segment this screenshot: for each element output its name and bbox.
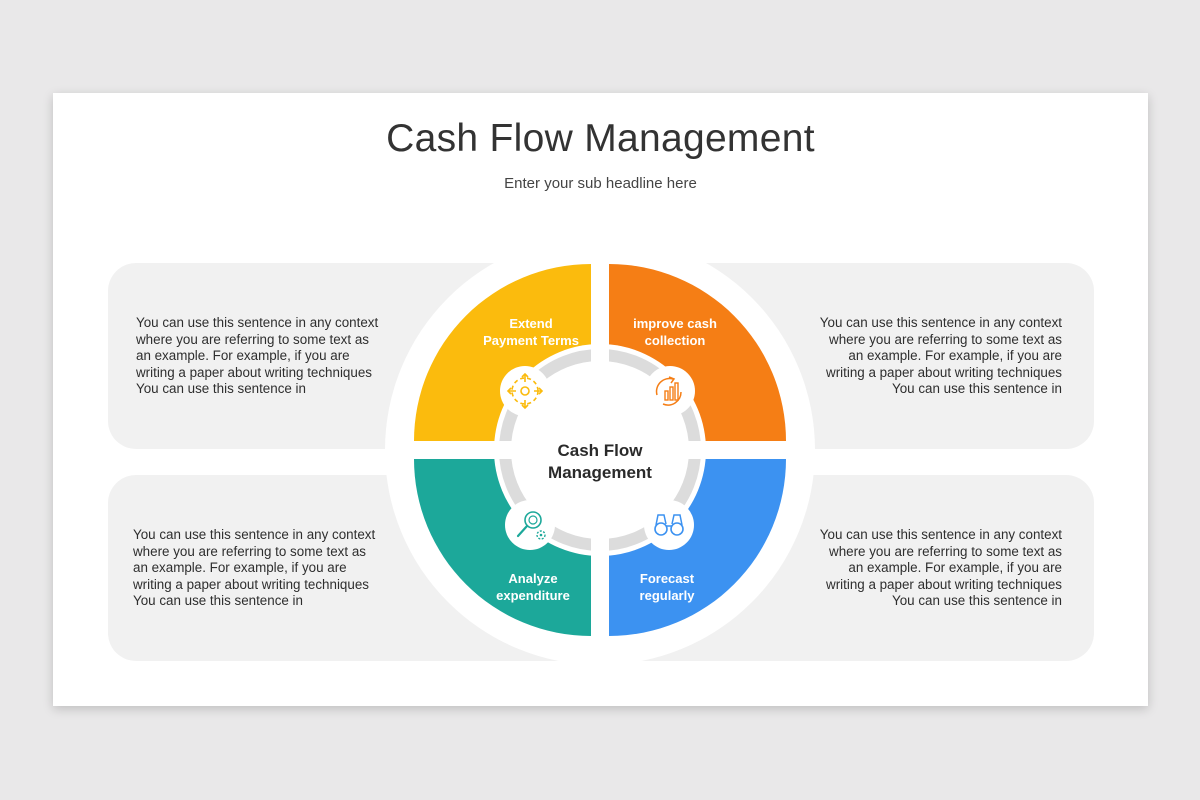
text-line: where you are referring to some text as [133, 543, 366, 559]
text-top-right: You can use this sentence in any context… [792, 315, 1062, 398]
text-line: You can use this sentence in any context [133, 527, 376, 542]
slide-title: Cash Flow Management [386, 117, 815, 160]
text-line: You can use this sentence in [133, 593, 303, 608]
center-title: Cash Flow Management [520, 440, 680, 484]
text-line: writing a paper about writing techniques [133, 576, 369, 592]
slide-subtitle: Enter your sub headline here [504, 175, 697, 192]
text-line: where you are referring to some text as [829, 331, 1062, 347]
slide: Cash Flow Management Enter your sub head… [53, 93, 1148, 706]
text-line: where you are referring to some text as [829, 543, 1062, 559]
magnifier-gear-icon [505, 500, 555, 550]
center-title-line: Cash Flow [557, 441, 643, 460]
growth-chart-icon [645, 366, 695, 416]
center-title-line: Management [548, 463, 652, 482]
text-line: You can use this sentence in [136, 381, 306, 396]
binoculars-icon [644, 500, 694, 550]
text-line: writing a paper about writing techniques [826, 576, 1062, 592]
text-line: an example. For example, if you are [848, 348, 1062, 363]
text-line: an example. For example, if you are [136, 348, 350, 363]
segment-label-line: regularly [639, 588, 695, 603]
segment-label-line: Payment Terms [483, 333, 579, 348]
segment-label-line: Forecast [639, 571, 695, 586]
text-line: You can use this sentence in any context [136, 315, 379, 330]
text-top-left: You can use this sentence in any context… [136, 315, 406, 398]
text-line: You can use this sentence in [892, 381, 1062, 396]
segment-label-analyze: Analyze expenditure [468, 570, 598, 604]
ring-gap-horizontal [488, 441, 712, 459]
text-line: You can use this sentence in any context [819, 315, 1062, 330]
text-line: an example. For example, if you are [133, 560, 347, 575]
text-line: an example. For example, if you are [848, 560, 1062, 575]
compass-arrows-icon [500, 366, 550, 416]
text-bottom-right: You can use this sentence in any context… [792, 527, 1062, 610]
segment-label-line: Extend [509, 316, 553, 331]
text-line: You can use this sentence in [892, 593, 1062, 608]
text-bottom-left: You can use this sentence in any context… [133, 527, 403, 610]
cash-flow-wheel [385, 235, 815, 665]
segment-label-line: improve cash [633, 316, 717, 331]
segment-label-forecast: Forecast regularly [602, 570, 732, 604]
segment-label-improve: improve cash collection [610, 315, 740, 349]
segment-label-extend: Extend Payment Terms [466, 315, 596, 349]
text-line: writing a paper about writing techniques [826, 364, 1062, 380]
text-line: writing a paper about writing techniques [136, 364, 372, 380]
text-line: You can use this sentence in any context [819, 527, 1062, 542]
segment-label-line: Analyze [508, 571, 558, 586]
segment-label-line: expenditure [496, 588, 570, 603]
segment-label-line: collection [644, 333, 706, 348]
text-line: where you are referring to some text as [136, 331, 369, 347]
